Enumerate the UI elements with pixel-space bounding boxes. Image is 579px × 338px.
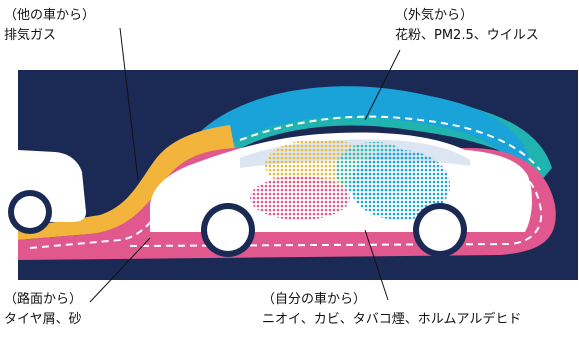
airflow-line-under bbox=[129, 157, 543, 247]
label-other-car-sub: 排気ガス bbox=[4, 28, 57, 43]
exhaust-layer bbox=[18, 125, 235, 240]
own-car-rear-wheel bbox=[419, 209, 461, 251]
outside-air-layer-front bbox=[178, 86, 530, 170]
other-car-wheel bbox=[14, 196, 46, 228]
chemical-dots bbox=[250, 176, 350, 220]
label-own-car-heading: （自分の車から） bbox=[262, 292, 367, 307]
label-own-car-sub: ニオイ、カビ、タバコ煙、ホルムアルデヒド bbox=[262, 312, 522, 327]
leader-line-road bbox=[89, 237, 151, 303]
own-car-front-wheel bbox=[207, 209, 249, 251]
label-outside-sub: 花粉、PM2.5、ウイルス bbox=[395, 28, 539, 43]
airflow-line-outside bbox=[239, 115, 541, 171]
leader-line-outside bbox=[364, 49, 401, 121]
mold-dots bbox=[350, 150, 450, 220]
leader-line-other-car bbox=[119, 27, 139, 181]
label-road-heading: （路面から） bbox=[4, 292, 83, 307]
label-own-car: （自分の車から） ニオイ、カビ、タバコ煙、ホルムアルデヒド bbox=[262, 290, 521, 330]
label-road: （路面から） タイヤ屑、砂 bbox=[4, 290, 82, 330]
label-outside-heading: （外気から） bbox=[395, 8, 474, 23]
label-road-sub: タイヤ屑、砂 bbox=[4, 312, 82, 327]
leader-line-own-car bbox=[364, 229, 389, 301]
label-outside: （外気から） 花粉、PM2.5、ウイルス bbox=[395, 6, 539, 46]
label-other-car: （他の車から） 排気ガス bbox=[4, 6, 95, 46]
label-other-car-heading: （他の車から） bbox=[4, 8, 96, 23]
